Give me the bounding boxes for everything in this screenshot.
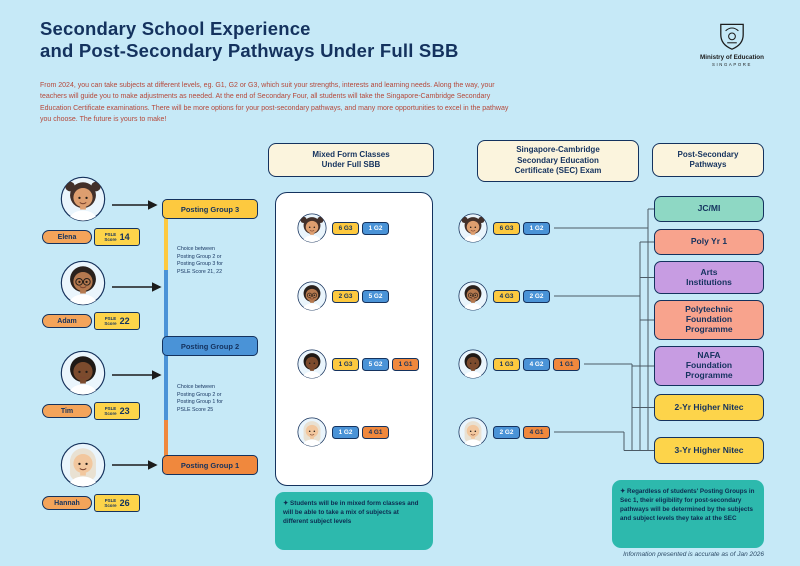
psle-score-badge: PSLE Score 23 xyxy=(94,402,140,420)
subject-level-chip: 1 G2 xyxy=(332,425,359,439)
subject-level-chip: 1 G3 xyxy=(493,357,520,371)
student-avatar-hannah-sec xyxy=(458,417,488,447)
pathway-box-2: Arts Institutions xyxy=(654,261,764,294)
moe-logo: Ministry of Education SINGAPORE xyxy=(692,22,772,67)
subject-level-chip: 1 G1 xyxy=(553,357,580,371)
psle-score-value: 22 xyxy=(119,316,130,326)
intro-text: From 2024, you can take subjects at diff… xyxy=(40,82,509,123)
student-avatar-hannah xyxy=(60,442,106,488)
pathway-box-1: Poly Yr 1 xyxy=(654,229,764,255)
choice-note-pg2-pg3: Choice between Posting Group 2 or Postin… xyxy=(177,246,223,276)
posting-line-orange xyxy=(164,420,168,466)
pathway-box-6: 3-Yr Higher Nitec xyxy=(654,437,764,464)
pathway-box-5: 2-Yr Higher Nitec xyxy=(654,394,764,421)
student-avatar-adam-sec xyxy=(458,281,488,311)
psle-score-value: 23 xyxy=(119,406,130,416)
student-name-badge: Hannah xyxy=(42,496,92,510)
student-name-badge: Tim xyxy=(42,404,92,418)
page-title: Secondary School Experience and Post-Sec… xyxy=(40,18,459,62)
mixed-form-header: Mixed Form Classes Under Full SBB xyxy=(268,143,434,177)
student-avatar-elena xyxy=(60,176,106,222)
sec-exam-header: Singapore-Cambridge Secondary Education … xyxy=(477,140,639,182)
student-avatar-tim-sec xyxy=(458,349,488,379)
psle-score-value: 26 xyxy=(119,498,130,508)
psle-score-label: PSLE Score xyxy=(104,315,117,326)
subject-level-chip: 6 G3 xyxy=(332,221,359,235)
posting-group-2: Posting Group 2 xyxy=(162,336,258,356)
student-avatar-elena-sec xyxy=(458,213,488,243)
moe-crest-icon xyxy=(716,22,748,52)
posting-group-1: Posting Group 1 xyxy=(162,455,258,475)
psle-score-label: PSLE Score xyxy=(104,497,117,508)
student-name-badge: Elena xyxy=(42,230,92,244)
subject-level-chip: 4 G1 xyxy=(523,425,550,439)
student-avatar-tim xyxy=(60,350,106,396)
psle-score-badge: PSLE Score 26 xyxy=(94,494,140,512)
posting-group-3: Posting Group 3 xyxy=(162,199,258,219)
subject-level-chip: 2 G2 xyxy=(523,289,550,303)
subject-level-chip: 5 G2 xyxy=(362,289,389,303)
subject-level-chip: 4 G2 xyxy=(523,357,550,371)
pathways-note: ✦ Regardless of students' Posting Groups… xyxy=(612,480,764,548)
pathway-box-3: Polytechnic Foundation Programme xyxy=(654,300,764,340)
student-avatar-hannah-small xyxy=(297,417,327,447)
student-avatar-elena-small xyxy=(297,213,327,243)
subject-level-chip: 1 G1 xyxy=(392,357,419,371)
student-avatar-tim-small xyxy=(297,349,327,379)
subject-level-chip: 2 G2 xyxy=(493,425,520,439)
student-avatar-adam-small xyxy=(297,281,327,311)
posting-line-yellow xyxy=(164,209,168,270)
subject-level-chip: 1 G2 xyxy=(523,221,550,235)
psle-score-badge: PSLE Score 22 xyxy=(94,312,140,330)
student-avatar-adam xyxy=(60,260,106,306)
psle-score-badge: PSLE Score 14 xyxy=(94,228,140,246)
choice-note-pg2-pg1: Choice between Posting Group 2 or Postin… xyxy=(177,384,223,414)
psle-score-label: PSLE Score xyxy=(104,231,117,242)
subject-level-chip: 4 G3 xyxy=(493,289,520,303)
pathway-box-4: NAFA Foundation Programme xyxy=(654,346,764,386)
subject-level-chip: 2 G3 xyxy=(332,289,359,303)
subject-level-chip: 4 G1 xyxy=(362,425,389,439)
footer-note: Information presented is accurate as of … xyxy=(623,551,764,558)
subject-level-chip: 1 G2 xyxy=(362,221,389,235)
student-name-badge: Adam xyxy=(42,314,92,328)
subject-level-chip: 5 G2 xyxy=(362,357,389,371)
mixed-form-note: ✦ Students will be in mixed form classes… xyxy=(275,492,433,550)
pathway-box-0: JC/MI xyxy=(654,196,764,222)
psle-score-value: 14 xyxy=(119,232,130,242)
subject-level-chip: 1 G3 xyxy=(332,357,359,371)
subject-level-chip: 6 G3 xyxy=(493,221,520,235)
pathways-header: Post-Secondary Pathways xyxy=(652,143,764,177)
psle-score-label: PSLE Score xyxy=(104,405,117,416)
moe-country: SINGAPORE xyxy=(712,62,752,67)
moe-name: Ministry of Education xyxy=(699,54,765,61)
